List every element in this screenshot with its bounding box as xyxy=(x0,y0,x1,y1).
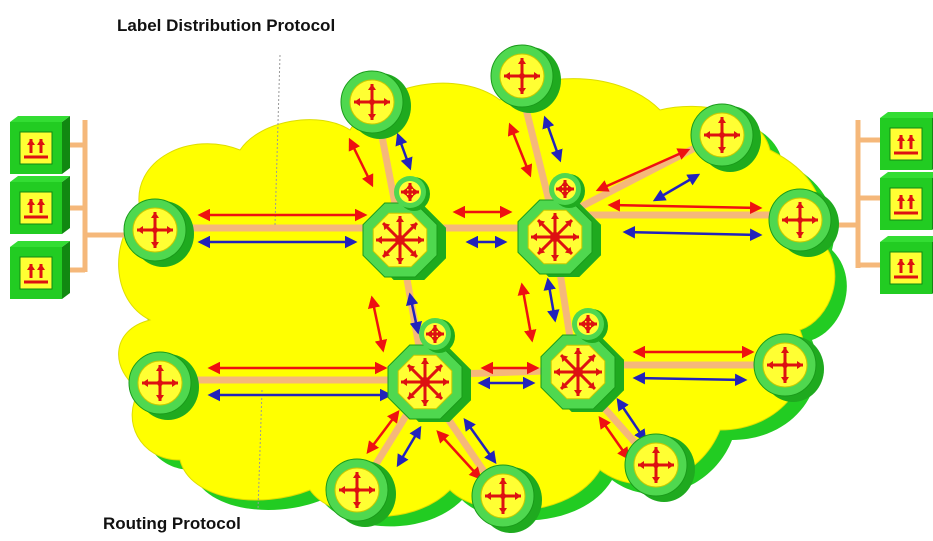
label-switch-router-icon xyxy=(362,202,446,280)
ldp-arrow xyxy=(348,137,374,188)
router-cap-icon xyxy=(419,318,455,353)
edge-router-icon xyxy=(768,188,839,257)
routing-leader-line xyxy=(257,389,263,511)
host-icon xyxy=(880,236,933,294)
caption-leaders xyxy=(257,54,281,511)
routing-arrow xyxy=(395,132,413,171)
ldp-arrow xyxy=(595,148,691,192)
edge-router-icon xyxy=(490,44,561,113)
ldp-arrow xyxy=(517,282,537,343)
ldp-arrow xyxy=(607,198,763,215)
edge-router-icon xyxy=(325,458,396,527)
routing-arrow xyxy=(543,277,560,323)
core-label-switch-routers xyxy=(362,173,624,422)
ldp-arrow xyxy=(598,415,630,461)
routing-arrow xyxy=(396,425,422,468)
edge-routers xyxy=(123,44,839,533)
routing-arrow xyxy=(652,173,701,202)
edge-router-icon xyxy=(624,433,695,502)
edge-router-icon xyxy=(471,464,542,533)
router-cap-icon xyxy=(394,176,430,211)
ldp-arrow xyxy=(367,295,388,353)
routing-arrows xyxy=(197,115,763,468)
ldp-arrow xyxy=(507,122,533,178)
host-icon xyxy=(10,176,70,234)
ldp-arrow xyxy=(436,430,482,480)
routing-protocol-caption: Routing Protocol xyxy=(103,514,241,533)
routing-arrow xyxy=(622,225,763,242)
edge-router-icon xyxy=(753,333,824,402)
routing-arrow xyxy=(616,397,647,443)
routing-arrow xyxy=(542,115,563,163)
lan-buses xyxy=(70,120,880,273)
routing-arrow xyxy=(406,292,422,335)
edge-router-icon xyxy=(690,103,761,172)
edge-router-icon xyxy=(123,198,194,267)
edge-router-icon xyxy=(340,70,411,139)
host-computers xyxy=(10,112,933,299)
ldp-arrow xyxy=(366,410,400,454)
label-switch-router-icon xyxy=(540,334,624,412)
routing-arrow xyxy=(463,417,497,465)
routing-arrow xyxy=(632,371,748,387)
label-distribution-protocol-caption: Label Distribution Protocol xyxy=(117,16,336,35)
ldp-arrows xyxy=(197,122,763,480)
ldp-leader-line xyxy=(274,54,281,226)
edge-router-icon xyxy=(128,351,199,420)
host-icon xyxy=(880,172,933,230)
host-icon xyxy=(10,241,70,299)
label-switch-router-icon xyxy=(517,199,601,277)
router-cap-icon xyxy=(572,308,608,343)
host-icon xyxy=(10,116,70,174)
label-switch-router-icon xyxy=(387,344,471,422)
host-icon xyxy=(880,112,933,170)
router-cap-icon xyxy=(549,173,585,208)
